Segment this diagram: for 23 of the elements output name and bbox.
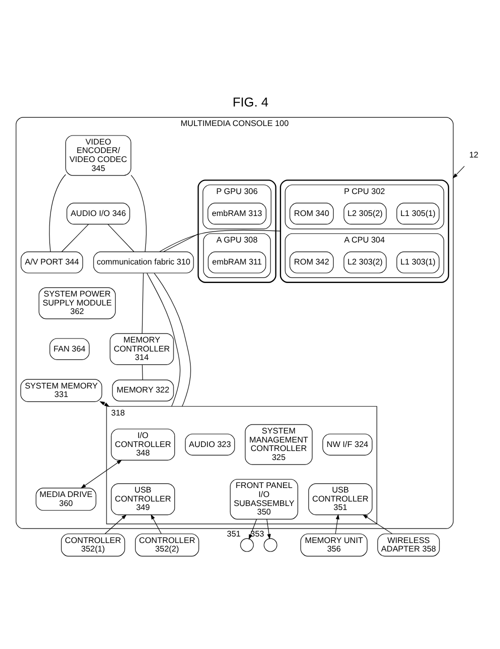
connector [141,272,144,334]
diagram-title: FIG. 4 [232,94,268,109]
arrow [334,514,339,534]
connector [60,224,88,252]
arrow [362,514,392,534]
connector [153,272,190,406]
arrow [150,514,162,534]
arrow [80,459,122,488]
arrow [266,518,270,539]
node-circle [263,538,277,552]
arrow [104,514,126,534]
cluster [197,179,276,282]
connector [141,364,142,380]
connector [130,174,146,252]
connector [162,233,198,252]
connector [146,272,180,406]
connector [158,229,280,252]
connector [48,174,66,252]
connector [107,224,134,252]
arrow [98,400,110,406]
arrow [452,165,464,178]
node-circle [240,538,254,552]
cluster [279,179,449,282]
